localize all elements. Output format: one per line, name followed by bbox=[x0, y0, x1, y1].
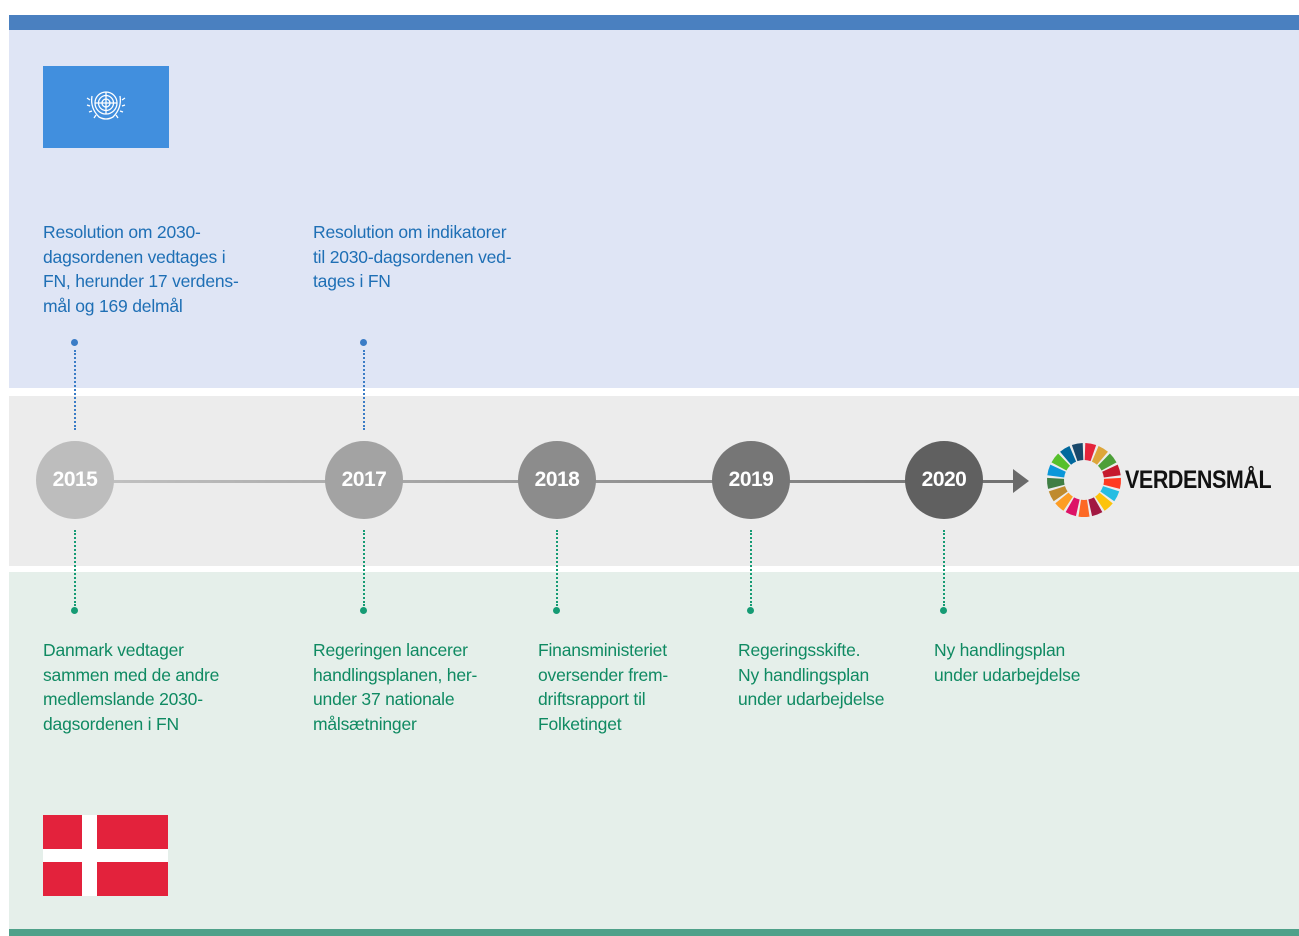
sdg-logo-text: VERDENSMÅL bbox=[1125, 466, 1272, 494]
dk-connector-line bbox=[750, 530, 752, 606]
sdg-wheel-segment bbox=[1088, 497, 1103, 517]
dk-connector-line bbox=[556, 530, 558, 606]
un-connector-dot bbox=[360, 339, 367, 346]
text-line: Regeringen lancerer bbox=[313, 640, 468, 660]
text-line: Ny handlingsplan bbox=[738, 664, 870, 685]
dk-connector-dot bbox=[71, 607, 78, 614]
un-emblem-icon bbox=[43, 66, 169, 148]
text-line: Ny handlingsplan bbox=[934, 640, 1066, 660]
un-connector-line bbox=[74, 350, 76, 430]
sdg-wheel-icon bbox=[1047, 443, 1121, 517]
text-line: Danmark vedtager bbox=[43, 640, 184, 660]
dk-connector-line bbox=[363, 530, 365, 606]
danish-flag-icon bbox=[43, 815, 168, 896]
sdg-wheel-segment bbox=[1047, 477, 1065, 489]
text-line: mål og 169 delmål bbox=[43, 295, 183, 316]
text-line: Regeringsskifte. bbox=[738, 640, 861, 660]
text-line: til 2030-dagsordenen ved- bbox=[313, 246, 512, 267]
sdg-wheel-segment bbox=[1100, 486, 1120, 502]
text-line: driftsrapport til bbox=[538, 689, 646, 709]
dk-connector-dot bbox=[360, 607, 367, 614]
sdg-wheel-segment bbox=[1102, 464, 1121, 478]
dk-event-2019-text: Regeringsskifte. Ny handlingsplan under … bbox=[738, 638, 884, 712]
text-line: under udarbejdelse bbox=[738, 689, 885, 709]
text-line: Resolution om indikatorer bbox=[313, 222, 507, 242]
text-line: dagsordenen vedtages i bbox=[43, 246, 226, 267]
un-section-band bbox=[9, 30, 1299, 388]
text-line: Folketinget bbox=[538, 713, 622, 734]
dk-event-2020-text: Ny handlingsplan under udarbejdelse bbox=[934, 638, 1080, 687]
sdg-wheel-segment bbox=[1065, 497, 1080, 517]
dk-connector-dot bbox=[940, 607, 947, 614]
text-line: under 37 nationale bbox=[313, 689, 455, 709]
dk-event-2017-text: Regeringen lancerer handlingsplanen, her… bbox=[313, 638, 477, 736]
sdg-wheel-segment bbox=[1097, 453, 1117, 471]
sdg-wheel-segment bbox=[1060, 445, 1077, 465]
top-accent-bar bbox=[9, 15, 1299, 30]
sdg-wheel-segment bbox=[1095, 492, 1113, 511]
text-line: handlingsplanen, her- bbox=[313, 664, 478, 685]
text-line: Finansministeriet bbox=[538, 640, 667, 660]
dk-connector-line bbox=[943, 530, 945, 606]
sdg-wheel-segment bbox=[1078, 499, 1090, 517]
text-line: tages i FN bbox=[313, 271, 391, 291]
year-2017-circle: 2017 bbox=[325, 441, 403, 519]
text-line: FN, herunder 17 verdens- bbox=[43, 271, 239, 291]
text-line: Resolution om 2030- bbox=[43, 222, 201, 242]
year-2018-circle: 2018 bbox=[518, 441, 596, 519]
arrow-right-icon bbox=[1013, 469, 1029, 493]
text-line: oversender frem- bbox=[538, 664, 669, 685]
year-2020-circle: 2020 bbox=[905, 441, 983, 519]
text-line: målsætninger bbox=[313, 713, 417, 734]
sdg-wheel-segment bbox=[1055, 492, 1073, 511]
dk-connector-line bbox=[74, 530, 76, 606]
un-connector-line bbox=[363, 350, 365, 430]
dk-event-2015-text: Danmark vedtager sammen med de andre med… bbox=[43, 638, 219, 736]
bottom-accent-bar bbox=[9, 929, 1299, 936]
sdg-wheel-segment bbox=[1047, 464, 1066, 478]
sdg-wheel-segment bbox=[1103, 477, 1121, 489]
dk-connector-dot bbox=[747, 607, 754, 614]
sdg-wheel-segment bbox=[1091, 445, 1108, 465]
sdg-wheel-segment bbox=[1071, 443, 1084, 462]
year-2019-circle: 2019 bbox=[712, 441, 790, 519]
dk-event-2018-text: Finansministeriet oversender frem- drift… bbox=[538, 638, 668, 736]
dk-connector-dot bbox=[553, 607, 560, 614]
sdg-wheel-segment bbox=[1048, 486, 1068, 502]
sdg-wheel-segment bbox=[1084, 443, 1097, 462]
denmark-section-band bbox=[9, 572, 1299, 930]
text-line: dagsordenen i FN bbox=[43, 713, 179, 734]
text-line: under udarbejdelse bbox=[934, 664, 1081, 685]
un-connector-dot bbox=[71, 339, 78, 346]
text-line: medlemslande 2030- bbox=[43, 689, 203, 709]
text-line: sammen med de andre bbox=[43, 664, 220, 685]
year-2015-circle: 2015 bbox=[36, 441, 114, 519]
un-event-2015-text: Resolution om 2030- dagsordenen vedtages… bbox=[43, 220, 239, 318]
sdg-wheel-segment bbox=[1051, 453, 1071, 471]
un-event-2017-text: Resolution om indikatorer til 2030-dagso… bbox=[313, 220, 512, 294]
